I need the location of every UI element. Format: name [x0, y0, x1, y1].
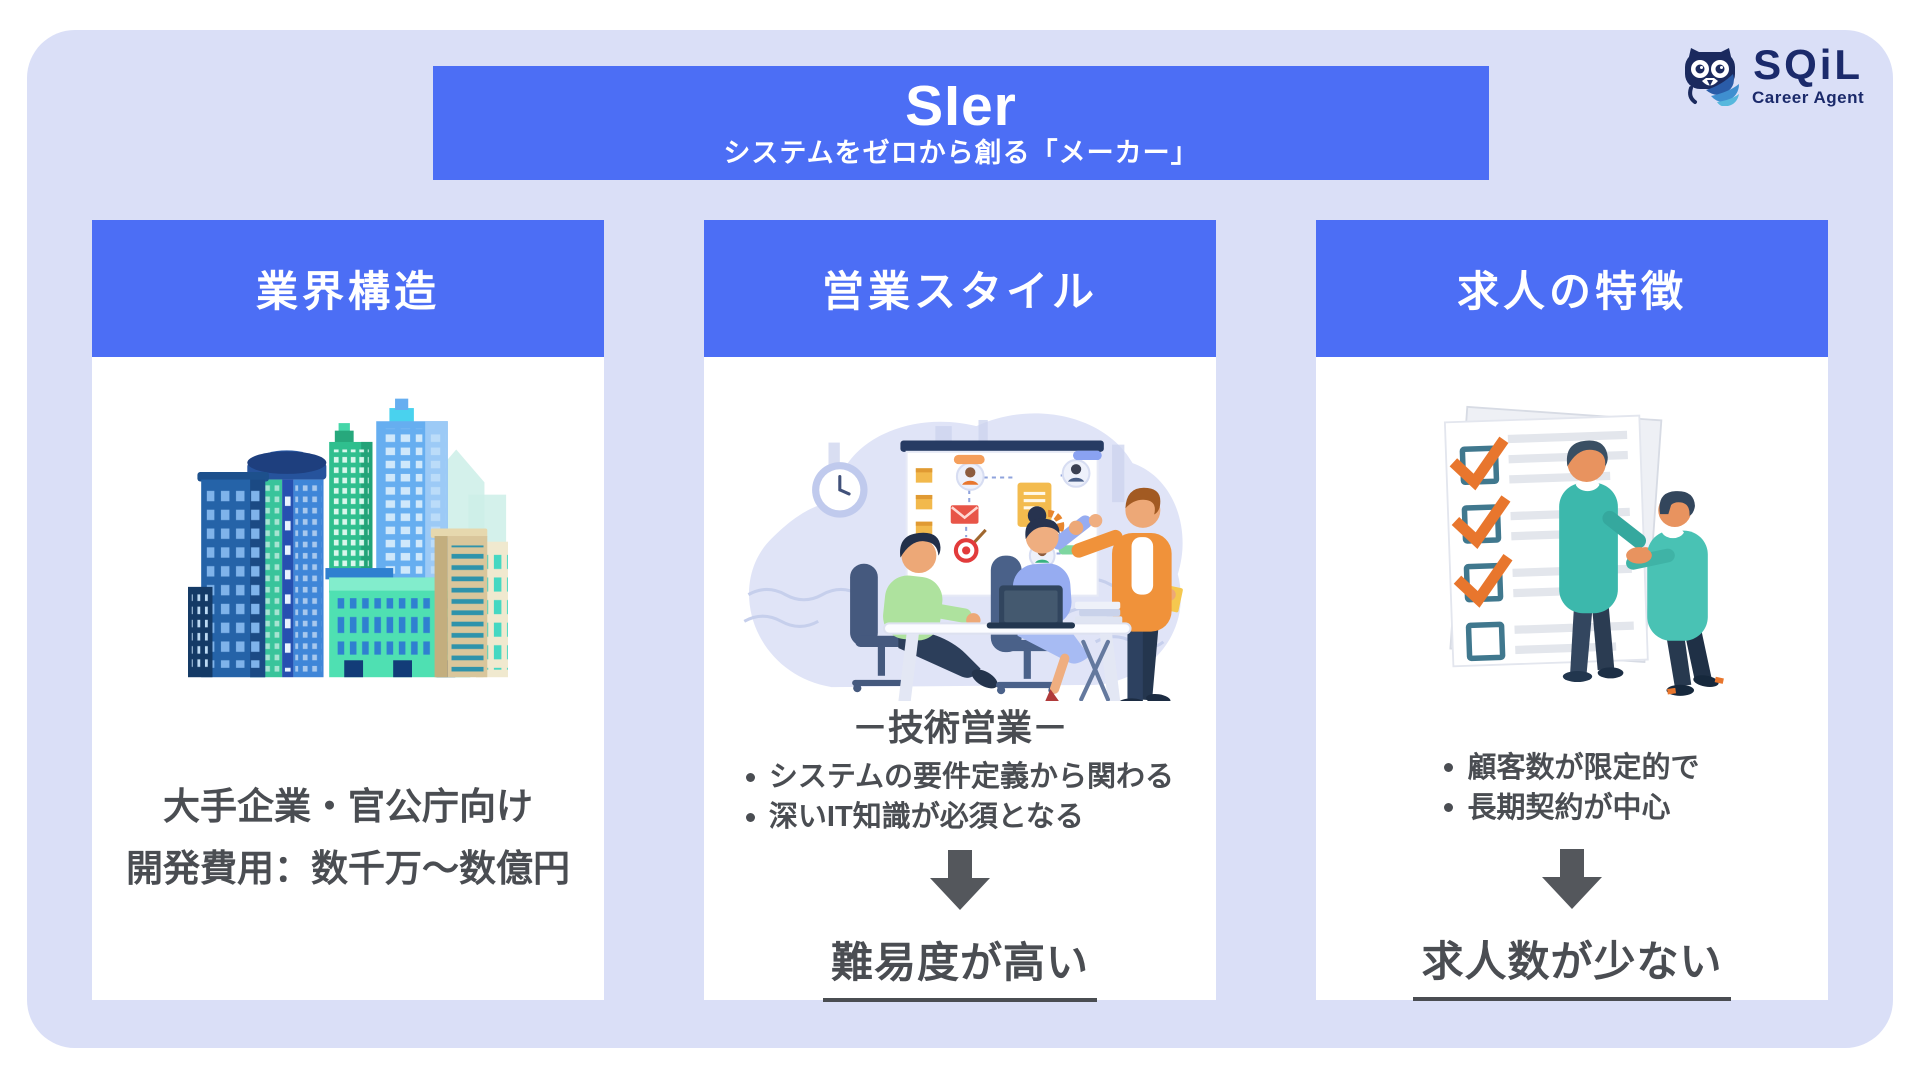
page-title: SIer [905, 74, 1017, 138]
logo-tagline: Career Agent [1752, 88, 1865, 107]
card-industry-structure: 業界構造 [92, 220, 604, 1000]
down-arrow-icon [1542, 848, 1602, 909]
card-sales-header: 営業スタイル [704, 220, 1216, 357]
page-subtitle: システムをゼロから創る「メーカー」 [723, 138, 1199, 168]
technical-sales-meeting-illustration [743, 413, 1183, 702]
card-sales-style: 営業スタイル [704, 220, 1216, 1003]
card-job-header: 求人の特徴 [1316, 220, 1828, 357]
card-industry-header: 業界構造 [92, 220, 604, 357]
industry-description: 大手企業・官公庁向け 開発費用：数千万〜数億円 [92, 785, 604, 891]
title-banner: SIer システムをゼロから創る「メーカー」 [433, 66, 1489, 180]
sales-bullet-1: システムの要件定義から関わる [746, 757, 1174, 797]
job-conclusion: 求人数が少ない [1413, 928, 1731, 1001]
city-buildings-illustration [188, 398, 508, 678]
job-bullet-2: 長期契約が中心 [1444, 788, 1699, 828]
logo-brand-name: SQiL [1753, 41, 1864, 88]
sales-bullet-2: 深いIT知識が必須となる [746, 797, 1174, 837]
down-arrow-icon [930, 850, 990, 911]
handshake-checklist-illustration [1443, 405, 1724, 696]
card-job-features: 求人の特徴 [1316, 220, 1828, 1001]
owl-icon [1685, 48, 1739, 106]
sales-conclusion: 難易度が高い [822, 929, 1097, 1003]
logo-text: SQiL Career Agent [1752, 44, 1864, 108]
job-bullet-list: 顧客数が限定的で 長期契約が中心 [1444, 748, 1699, 828]
industry-line-2: 開発費用：数千万〜数億円 [126, 847, 570, 889]
sales-bullet-list: システムの要件定義から関わる 深いIT知識が必須となる [746, 757, 1174, 837]
job-bullet-1: 顧客数が限定的で [1444, 748, 1699, 788]
brand-logo: SQiL Career Agent [1678, 44, 1864, 108]
sales-subheading: －技術営業－ [851, 707, 1068, 749]
industry-line-1: 大手企業・官公庁向け [163, 785, 533, 827]
